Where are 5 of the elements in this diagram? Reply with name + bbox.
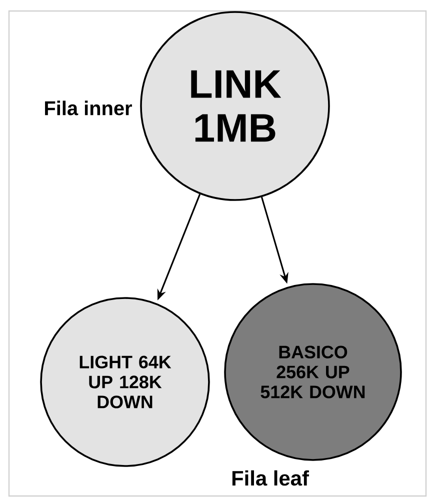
circle-node: LIGHT 64K UP 128K DOWN [40, 297, 210, 467]
side-label: Fila inner [45, 100, 132, 116]
group-label: Fila leaf [232, 470, 309, 486]
circle-node: BASICO 256K UP 512K DOWN [224, 283, 402, 461]
circle-node: LINK 1MB [140, 11, 330, 201]
